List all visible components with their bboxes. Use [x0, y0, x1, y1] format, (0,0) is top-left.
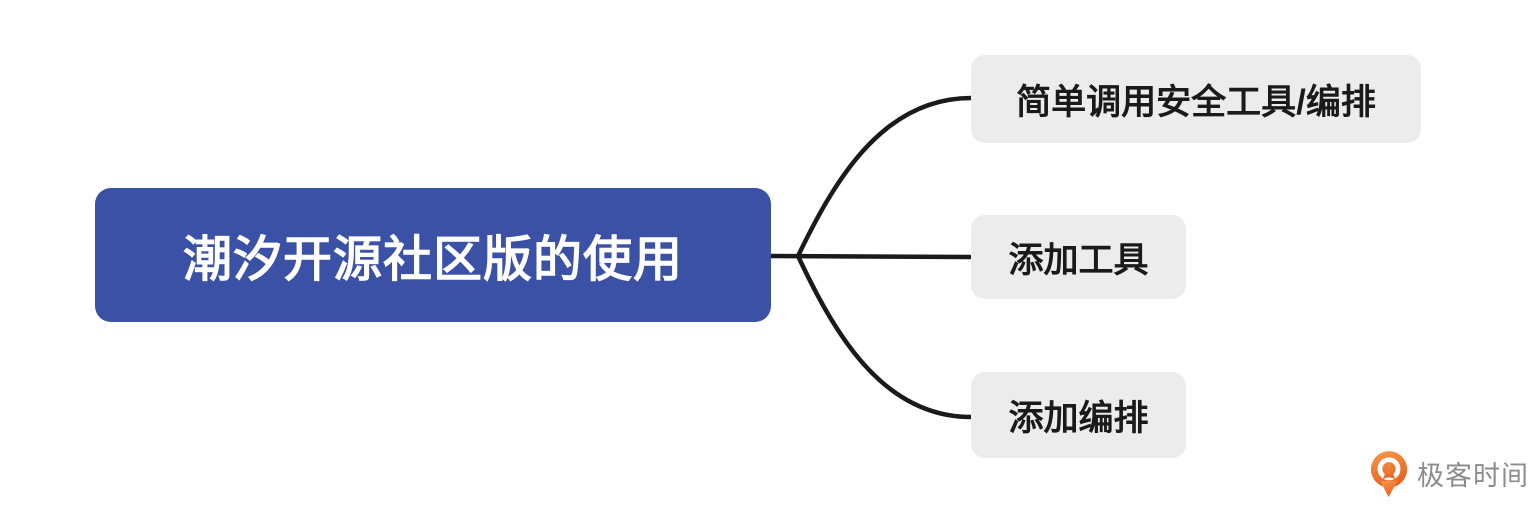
connector-root-to-child-2 [768, 253, 973, 260]
child-node-label: 简单调用安全工具/编排 [1016, 82, 1376, 122]
child-node-call-security-tools[interactable]: 简单调用安全工具/编排 [971, 55, 1421, 143]
child-node-add-orchestration[interactable]: 添加编排 [971, 372, 1186, 458]
root-node-label: 潮汐开源社区版的使用 [182, 232, 683, 287]
connector-root-to-child-3 [795, 253, 974, 420]
brand-name: 极客时间 [1417, 460, 1529, 491]
root-node[interactable]: 潮汐开源社区版的使用 [95, 188, 771, 322]
brand-watermark: 极客时间 [1368, 450, 1529, 502]
child-node-label: 添加编排 [1008, 398, 1149, 438]
child-node-add-tool[interactable]: 添加工具 [971, 215, 1186, 299]
connector-root-to-child-1 [795, 95, 974, 259]
child-node-label: 添加工具 [1008, 240, 1149, 280]
geektime-pin-icon [1368, 450, 1410, 502]
